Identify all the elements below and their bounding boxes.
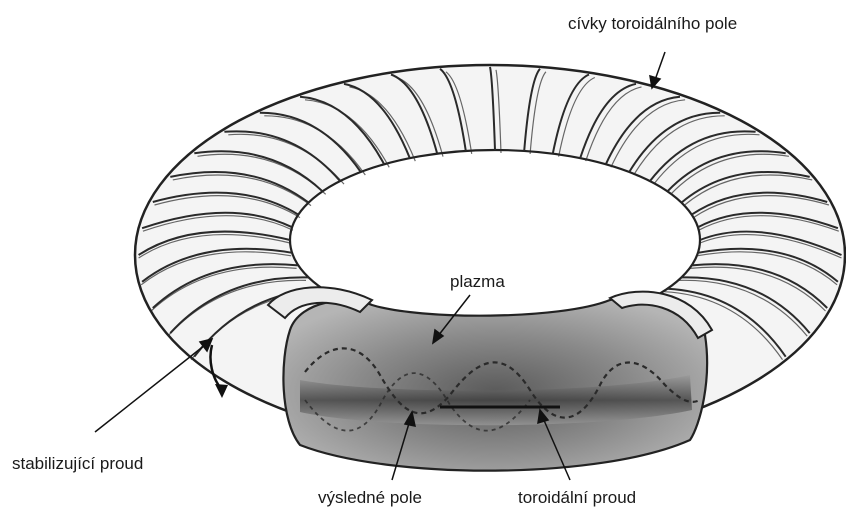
label-stabilizing-current: stabilizující proud <box>12 454 143 474</box>
label-plasma: plazma <box>450 272 505 292</box>
label-toroidal-coils: cívky toroidálního pole <box>568 14 737 34</box>
label-resulting-field: výsledné pole <box>318 488 422 508</box>
cutaway-section <box>268 287 712 470</box>
label-toroidal-current: toroidální proud <box>518 488 636 508</box>
